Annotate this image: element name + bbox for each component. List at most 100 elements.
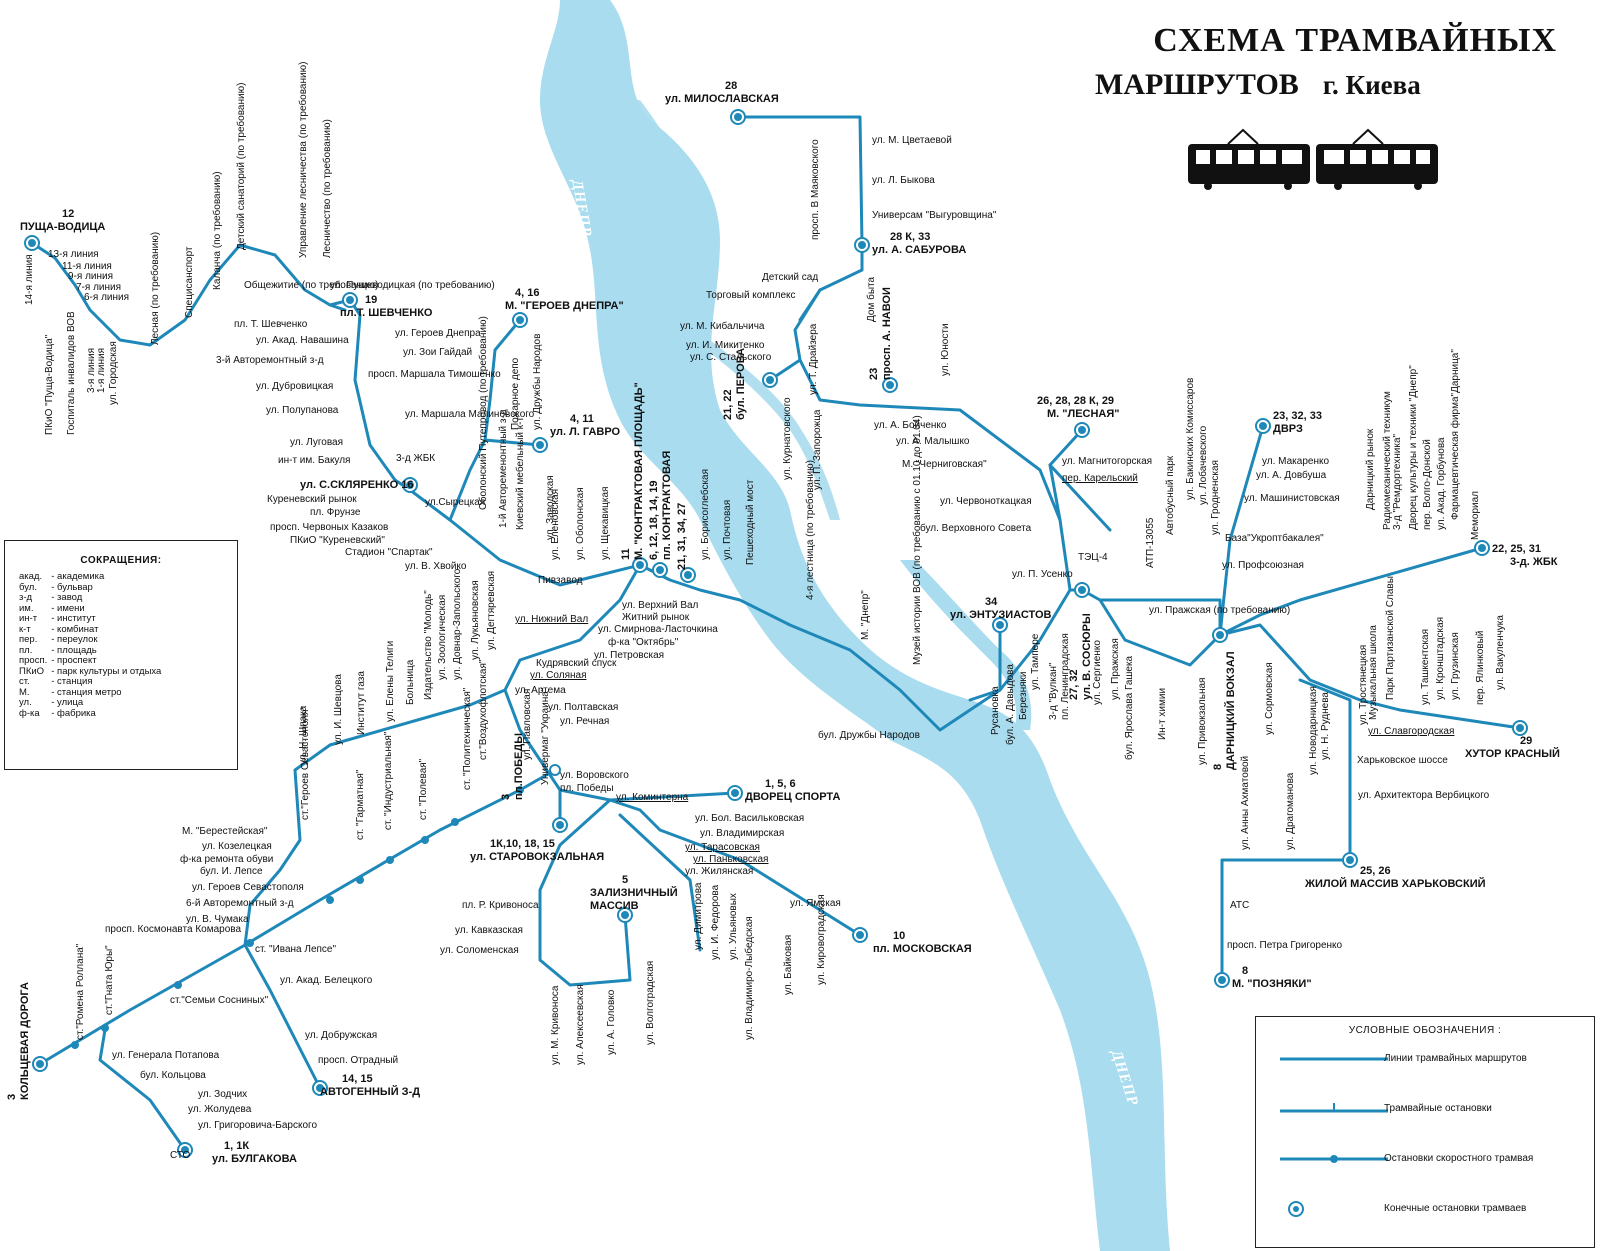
stop-label[interactable]: ст. "Индустриальная" (383, 731, 394, 830)
stop-label[interactable]: ул. Борисоглебская (700, 468, 711, 560)
stop-label[interactable]: ф-ка "Октябрь" (608, 637, 679, 648)
stop-label[interactable]: ул. Профсоюзная (1222, 560, 1304, 571)
stop-label[interactable]: 3-д "Ремдортехника" (1392, 433, 1403, 530)
stop-label[interactable]: ул. Н. Руднева (1320, 692, 1331, 760)
stop-label[interactable]: Детский сад (762, 272, 819, 283)
stop-label[interactable]: Парк Партизанской Славы (1385, 576, 1396, 700)
stop-label[interactable]: ул. Славгородская (1368, 726, 1455, 737)
stop-label[interactable]: ул. Жолудева (188, 1104, 252, 1115)
stop-label[interactable]: ул. Пражская (1110, 638, 1121, 700)
stop-label[interactable]: Общежитие (по требованию) (244, 280, 379, 291)
stop-label[interactable]: ул. Добружская (305, 1030, 378, 1041)
stop-label[interactable]: ул. Кавказская (455, 925, 523, 936)
stop-label[interactable]: ул. Пражская (по требованию) (1149, 605, 1291, 616)
stop-label[interactable]: ул. А. Бойченко (874, 420, 947, 431)
stop-label[interactable]: 3-д ЖБК (396, 453, 436, 464)
stop-label[interactable]: ст. "Ивана Лепсе" (255, 944, 337, 955)
stop-label[interactable]: ул. Городская (108, 341, 119, 405)
stop-label[interactable]: Дворец культуры и техники "Днепр" (1408, 365, 1419, 530)
stop-label[interactable]: бул. Верховного Совета (920, 523, 1032, 534)
stop-label[interactable]: ул. Анны Ахматовой (1240, 755, 1251, 850)
stop-label[interactable]: 1-я линия (96, 347, 107, 393)
stop-label[interactable]: ул. Дегтяревская (486, 570, 497, 650)
stop-label[interactable]: СТО (170, 1150, 191, 1161)
stop-label[interactable]: ТЭЦ-4 (1078, 552, 1108, 563)
stop-label[interactable]: АТС (1230, 900, 1250, 911)
stop-label[interactable]: ул. Юности (940, 323, 951, 376)
stop-label[interactable]: ул. Коминтерна (616, 792, 689, 803)
stop-label[interactable]: 14-я линия (24, 254, 35, 305)
stop-label[interactable]: 13-я линия (48, 249, 99, 260)
stop-label[interactable]: 3-я линия (86, 347, 97, 393)
stop-label[interactable]: ул. Новодарницкая (1308, 686, 1319, 775)
stop-label[interactable]: ул. Алексеевская (575, 984, 586, 1065)
stop-label[interactable]: ул. Полтавская (548, 702, 619, 713)
stop-label[interactable]: Специсанспорт (184, 246, 195, 319)
stop-label[interactable]: М. "Берестейская" (182, 826, 268, 837)
stop-label[interactable]: ул. Курнатовского (782, 397, 793, 480)
stop-label[interactable]: ул. Машинистовская (1244, 493, 1340, 504)
stop-label[interactable]: ул. Соляная (530, 670, 587, 681)
stop-label[interactable]: бул. Ярослава Гашека (1124, 655, 1135, 760)
stop-label[interactable]: пл. Фрунзе (310, 507, 361, 518)
stop-label[interactable]: ул. Бол. Васильковская (695, 813, 805, 824)
stop-label[interactable]: ул. Паньковская (693, 854, 769, 865)
stop-label[interactable]: ул. П. Запорожца (812, 409, 823, 490)
stop-label[interactable]: 9-я линия (68, 271, 114, 282)
stop-label[interactable]: ул. Дубровицкая (256, 381, 334, 392)
stop-label[interactable]: Универсам "Выгуровщина" (872, 210, 997, 221)
stop-label[interactable]: ул. Кронштадская (1435, 616, 1446, 700)
stop-label[interactable]: просп. Отрадный (318, 1055, 399, 1066)
stop-label[interactable]: Детский санаторий (по требованию) (236, 82, 247, 250)
stop-label[interactable]: ул. В. Хвойко (405, 561, 467, 572)
stop-label[interactable]: ул. Почтовая (722, 499, 733, 560)
stop-label[interactable]: ф-ка ремонта обуви (180, 854, 274, 865)
terminal-sklyarenko[interactable]: ул. С.СКЛЯРЕНКО 16 (300, 479, 414, 491)
stop-label[interactable]: ул. Владимиро-Лыбедская (744, 916, 755, 1040)
stop-label[interactable]: Больница (405, 659, 416, 705)
stop-label[interactable]: ул. Акад. Навашина (256, 335, 349, 346)
stop-label[interactable]: пер. Карельский (1062, 473, 1138, 484)
stop-label[interactable]: Музей истории ВОВ (по требованию с 01.10… (912, 415, 923, 665)
stop-label[interactable]: ул. Оболонская (575, 487, 586, 560)
stop-label[interactable]: ул. М. Кривоноса (550, 985, 561, 1065)
stop-label[interactable]: ул. Зодчих (198, 1089, 248, 1100)
stop-label[interactable]: ул. Козелецкая (202, 841, 272, 852)
stop-label[interactable]: пер. Волго-Донской (1422, 439, 1433, 530)
stop-label[interactable]: ин-т им. Бакуля (278, 455, 351, 466)
stop-label[interactable]: ул.Сырецкая (425, 497, 486, 508)
stop-label[interactable]: ул. Архитектора Вербицкого (1358, 790, 1490, 801)
stop-label[interactable]: ул. Героев Севастополя (192, 882, 304, 893)
stop-label[interactable]: ул. А. Головко (606, 989, 617, 1055)
stop-label[interactable]: просп. Космонавта Комарова (105, 924, 242, 935)
stop-label[interactable]: ул. С. Стальского (690, 352, 772, 363)
stop-label[interactable]: Пивзавод (538, 575, 583, 586)
stop-label[interactable]: ст."Семьи Сосниных" (170, 995, 269, 1006)
stop-label[interactable]: Дарницкий рынок (1365, 428, 1376, 510)
stop-label[interactable]: Оболонский Путепровод (по требованию) (478, 316, 489, 510)
stop-label[interactable]: ул. Артема (515, 685, 566, 696)
stop-label[interactable]: ст. "Гарматная" (355, 769, 366, 840)
stop-label[interactable]: Лесная (по требованию) (150, 231, 161, 345)
stop-label[interactable]: ул. Магнитогорская (1062, 456, 1153, 467)
stop-label[interactable]: ул. Довнар-Запольского (452, 568, 463, 680)
stop-label[interactable]: ул. Пущеводицкая (по требованию) (330, 280, 495, 291)
stop-label[interactable]: ул. Тампере (1030, 633, 1041, 690)
stop-label[interactable]: М. "Днепр" (860, 590, 871, 640)
stop-label[interactable]: ул. Байковая (783, 934, 794, 995)
stop-label[interactable]: ул. М. Кибальчича (680, 321, 765, 332)
stop-label[interactable]: Издательство "Молодь" (423, 590, 434, 700)
stop-label[interactable]: ул. Драгоманова (1285, 772, 1296, 850)
stop-label[interactable]: ул. П. Усенко (1012, 569, 1073, 580)
